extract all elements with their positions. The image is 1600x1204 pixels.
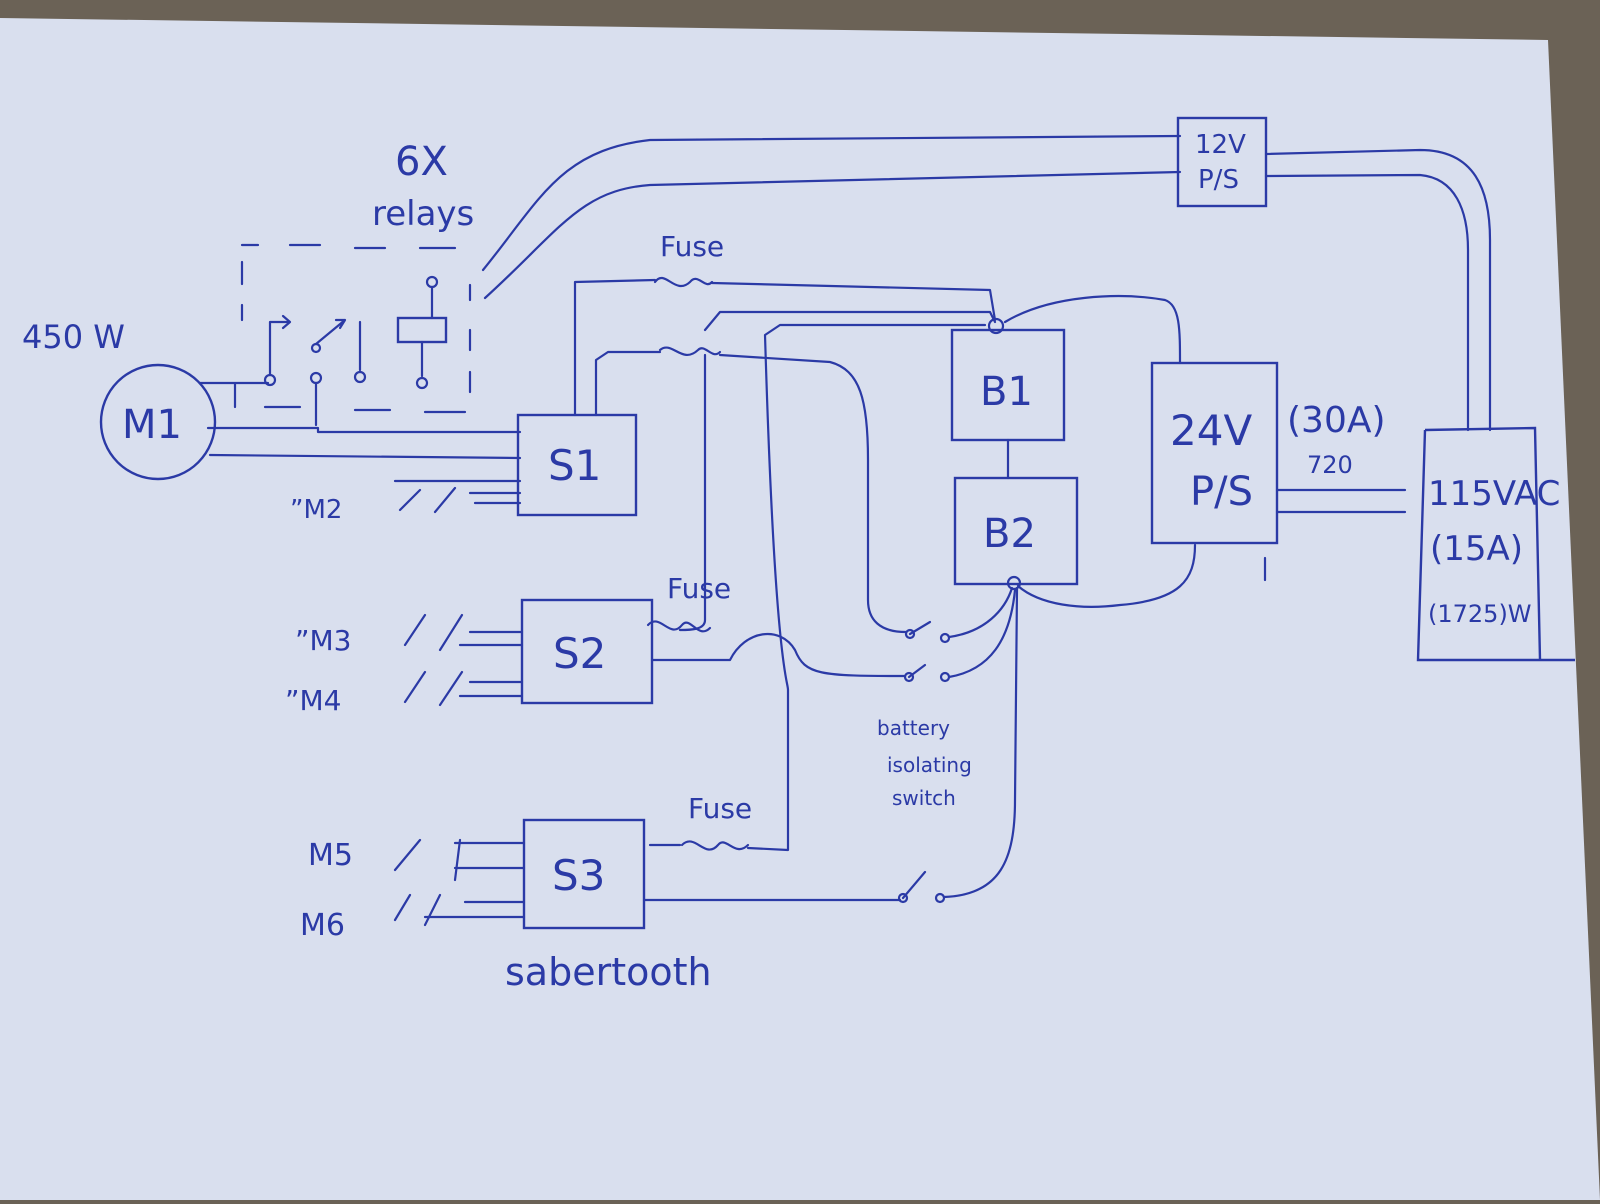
controller-s1 (516, 413, 638, 517)
paper-sheet (0, 18, 1600, 1200)
ac-source-box (1416, 426, 1575, 662)
m2-break-marks (398, 486, 457, 514)
m3-m4-wires (458, 630, 524, 698)
s3-label: S3 (552, 851, 605, 900)
s2-label: S2 (553, 629, 606, 678)
controller-s2 (520, 598, 654, 705)
m5-label: M5 (308, 838, 353, 873)
m6-label: M6 (300, 908, 345, 943)
fuse1-label: Fuse (660, 230, 724, 263)
motor-power-label: 450 W (22, 318, 125, 356)
ps24-line1: 24V (1170, 406, 1252, 455)
relay-box (198, 243, 472, 427)
ps24-line2: P/S (1190, 469, 1253, 515)
m3-label: ”M3 (295, 624, 351, 657)
controller-s3 (522, 818, 646, 930)
power-supply-24v (1150, 361, 1279, 545)
ps24-sub-label: 720 (1307, 451, 1353, 479)
ac-line2: (15A) (1430, 529, 1523, 569)
motor-m1 (99, 363, 217, 481)
battery-switch-line2: isolating (887, 753, 972, 777)
battery-switch-line3: switch (892, 786, 956, 810)
fuse2-label: Fuse (667, 572, 731, 605)
ac-line3: (1725)W (1428, 600, 1532, 628)
m1-label: M1 (122, 402, 182, 448)
current-30a-label: (30A) (1287, 400, 1386, 441)
wiring (481, 134, 1492, 904)
ps12-line2: P/S (1198, 165, 1239, 195)
b1-label: B1 (980, 369, 1033, 415)
m5-m6-break-marks (393, 838, 462, 927)
m4-label: ”M4 (285, 684, 341, 717)
battery-b2 (953, 476, 1079, 586)
m1-wires (206, 426, 522, 460)
sabertooth-label: sabertooth (505, 950, 712, 994)
m2-label: ”M2 (290, 495, 342, 525)
power-supply-12v (1176, 116, 1268, 208)
m2-wires (393, 479, 522, 505)
battery-switch-line1: battery (877, 716, 950, 740)
ac-line1: 115VAC (1428, 474, 1560, 514)
relay-count-label: 6X (395, 139, 448, 185)
s1-label: S1 (548, 441, 601, 490)
ps12-line1: 12V (1195, 130, 1246, 160)
relays-label: relays (372, 194, 474, 234)
m3-m4-break-marks (403, 613, 464, 707)
b2-label: B2 (983, 511, 1036, 557)
fuse3-label: Fuse (688, 792, 752, 825)
m5-m6-wires (423, 841, 526, 919)
